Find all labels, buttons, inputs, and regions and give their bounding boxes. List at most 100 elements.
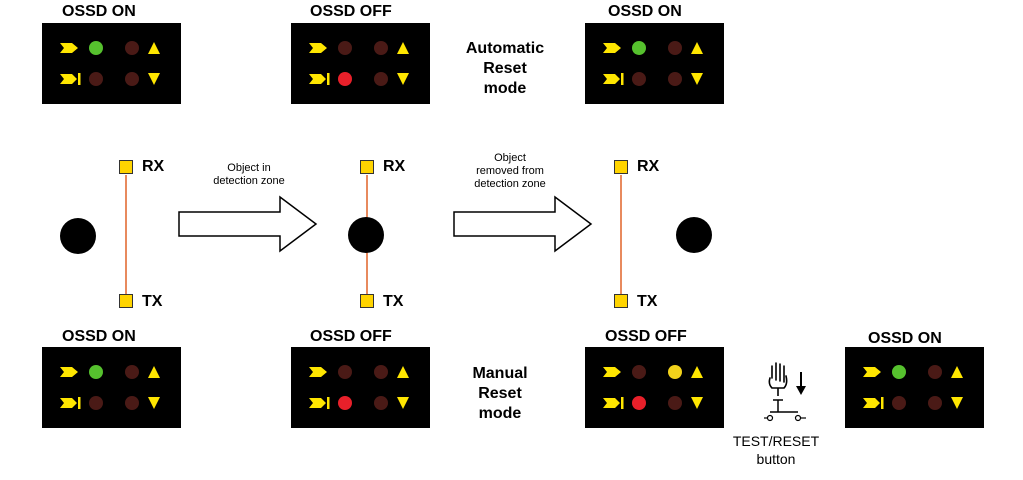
ossd-panel-7: [845, 347, 984, 428]
rx-sensor-square: [360, 160, 374, 174]
ossd-panel-2: [291, 23, 430, 104]
flow-arrow-1: [178, 195, 318, 253]
flow-arrow-2: [453, 195, 593, 253]
emitter-arrow-icon: [309, 43, 327, 53]
reset-led: [668, 41, 682, 55]
ossd-on-led: [892, 365, 906, 379]
triangle-down-icon: [148, 73, 160, 85]
triangle-up-icon: [951, 366, 963, 378]
receiver-arrow-icon: [863, 398, 880, 408]
down-arrow-icon: [796, 372, 806, 395]
triangle-up-icon: [397, 366, 409, 378]
ossd-on-led: [338, 41, 352, 55]
receiver-bar: [327, 73, 330, 85]
emitter-arrow-icon: [60, 367, 78, 377]
panel-7-title: OSSD ON: [868, 330, 942, 347]
caption-line: detection zone: [213, 175, 285, 187]
button-label-line: TEST/RESET: [732, 433, 820, 449]
ossd-on-led: [89, 41, 103, 55]
triangle-down-icon: [397, 73, 409, 85]
tx-label: TX: [383, 293, 404, 310]
receiver-arrow-icon: [603, 398, 620, 408]
object-ball: [676, 217, 712, 253]
arrow-1-caption: Object in detection zone: [194, 162, 304, 188]
receiver-bar: [621, 73, 624, 85]
triangle-up-icon: [691, 366, 703, 378]
triangle-down-icon: [691, 73, 703, 85]
receiver-arrow-icon: [309, 74, 326, 84]
tx-sensor-square: [119, 294, 133, 308]
panel-4-title: OSSD ON: [62, 328, 136, 345]
reset-led: [374, 365, 388, 379]
mode-line: Reset: [478, 385, 522, 402]
panel-2-title: OSSD OFF: [310, 3, 392, 20]
automatic-reset-mode-label: Automatic Reset mode: [450, 39, 560, 99]
aux-led: [125, 396, 139, 410]
push-button-icon[interactable]: [762, 398, 808, 426]
aux-led: [668, 72, 682, 86]
panel-6-title: OSSD OFF: [605, 328, 687, 345]
caption-line: detection zone: [474, 178, 546, 190]
receiver-bar: [327, 397, 330, 409]
receiver-arrow-icon: [60, 398, 77, 408]
triangle-up-icon: [691, 42, 703, 54]
mode-line: Manual: [472, 365, 528, 382]
triangle-down-icon: [148, 397, 160, 409]
triangle-up-icon: [148, 366, 160, 378]
reset-led: [125, 365, 139, 379]
emitter-arrow-icon: [60, 43, 78, 53]
button-label-line: button: [756, 451, 796, 467]
panel-5-title: OSSD OFF: [310, 328, 392, 345]
ossd-off-led: [892, 396, 906, 410]
tx-label: TX: [142, 293, 163, 310]
aux-led: [668, 396, 682, 410]
arrow-2-caption: Object removed from detection zone: [455, 152, 565, 191]
ossd-on-led: [89, 365, 103, 379]
reset-led: [125, 41, 139, 55]
ossd-panel-5: [291, 347, 430, 428]
ossd-panel-4: [42, 347, 181, 428]
panel-3-title: OSSD ON: [608, 3, 682, 20]
caption-line: Object in: [227, 162, 271, 174]
rx-sensor-square: [614, 160, 628, 174]
emitter-arrow-icon: [309, 367, 327, 377]
receiver-arrow-icon: [309, 398, 326, 408]
ossd-panel-1: [42, 23, 181, 104]
caption-line: Object: [494, 152, 526, 164]
ossd-off-led: [89, 396, 103, 410]
triangle-down-icon: [691, 397, 703, 409]
rx-label: RX: [383, 158, 406, 175]
tx-sensor-square: [614, 294, 628, 308]
ossd-panel-6: [585, 347, 724, 428]
object-ball: [348, 217, 384, 253]
aux-led: [374, 396, 388, 410]
receiver-bar: [621, 397, 624, 409]
reset-led: [928, 365, 942, 379]
ossd-off-led: [632, 72, 646, 86]
rx-label: RX: [637, 158, 660, 175]
caption-line: removed from: [476, 165, 544, 177]
ossd-off-led: [89, 72, 103, 86]
aux-led: [125, 72, 139, 86]
manual-reset-mode-label: Manual Reset mode: [450, 364, 550, 424]
ossd-off-led: [338, 396, 352, 410]
tx-label: TX: [637, 293, 658, 310]
triangle-up-icon: [397, 42, 409, 54]
panel-1-title: OSSD ON: [62, 3, 136, 20]
emitter-arrow-icon: [603, 367, 621, 377]
emitter-arrow-icon: [603, 43, 621, 53]
ossd-off-led: [632, 396, 646, 410]
object-ball: [60, 218, 96, 254]
ossd-off-led: [338, 72, 352, 86]
ossd-on-led: [338, 365, 352, 379]
mode-line: Automatic: [465, 40, 545, 57]
mode-line: mode: [483, 80, 527, 97]
receiver-bar: [78, 73, 81, 85]
aux-led: [374, 72, 388, 86]
mode-line: Reset: [483, 60, 527, 77]
mode-line: mode: [478, 405, 522, 422]
hand-pointer-icon: [768, 362, 788, 396]
triangle-up-icon: [148, 42, 160, 54]
reset-led: [668, 365, 682, 379]
emitter-arrow-icon: [863, 367, 881, 377]
